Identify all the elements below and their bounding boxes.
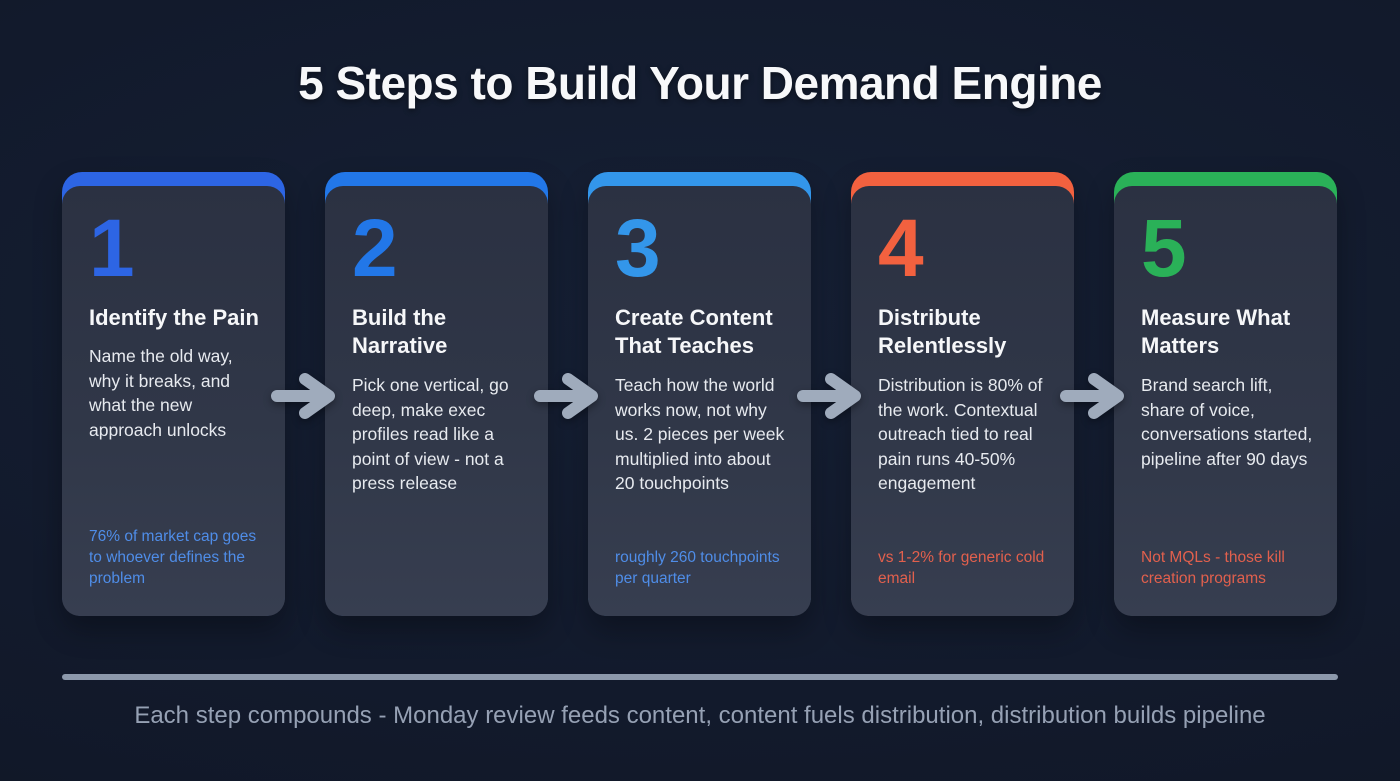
step-title: Measure What Matters bbox=[1141, 304, 1291, 359]
step-card: 4 Distribute Relentlessly Distribution i… bbox=[851, 172, 1074, 616]
step-description: Distribution is 80% of the work. Context… bbox=[878, 375, 1043, 494]
step-card: 2 Build the Narrative Pick one vertical,… bbox=[325, 172, 548, 616]
step-title: Distribute Relentlessly bbox=[878, 304, 1007, 359]
step-footnote: vs 1-2% for generic cold email bbox=[878, 549, 1045, 588]
step-description: Brand search lift, share of voice, conve… bbox=[1141, 375, 1313, 469]
arrow-right-icon bbox=[269, 368, 341, 424]
step-card: 3 Create Content That Teaches Teach how … bbox=[588, 172, 811, 616]
step-title: Identify the Pain bbox=[89, 304, 259, 330]
step-number: 2 bbox=[352, 203, 398, 294]
step-footnote: roughly 260 touchpoints per quarter bbox=[615, 549, 780, 588]
arrow-right-icon bbox=[795, 368, 867, 424]
arrow-right-icon bbox=[1058, 368, 1130, 424]
step-title: Create Content That Teaches bbox=[615, 304, 773, 359]
step-title: Build the Narrative bbox=[352, 304, 448, 359]
step-card-body: 3 Create Content That Teaches Teach how … bbox=[588, 186, 811, 616]
steps-row: 1 Identify the Pain Name the old way, wh… bbox=[62, 172, 1338, 616]
step-number: 3 bbox=[615, 203, 661, 294]
step-card: 5 Measure What Matters Brand search lift… bbox=[1114, 172, 1337, 616]
step-footnote: 76% of market cap goes to whoever define… bbox=[89, 528, 257, 588]
step-description: Pick one vertical, go deep, make exec pr… bbox=[352, 375, 509, 494]
footer-divider bbox=[62, 674, 1338, 680]
step-card: 1 Identify the Pain Name the old way, wh… bbox=[62, 172, 285, 616]
arrow-right-icon bbox=[532, 368, 604, 424]
step-card-body: 1 Identify the Pain Name the old way, wh… bbox=[62, 186, 285, 616]
step-number: 4 bbox=[878, 203, 924, 294]
step-description: Name the old way, why it breaks, and wha… bbox=[89, 346, 233, 440]
step-number: 5 bbox=[1141, 203, 1187, 294]
footer-note: Each step compounds - Monday review feed… bbox=[134, 702, 1266, 729]
step-card-body: 2 Build the Narrative Pick one vertical,… bbox=[325, 186, 548, 616]
step-card-body: 5 Measure What Matters Brand search lift… bbox=[1114, 186, 1337, 616]
step-footnote: Not MQLs - those kill creation programs bbox=[1141, 549, 1285, 588]
step-number: 1 bbox=[89, 203, 135, 294]
step-description: Teach how the world works now, not why u… bbox=[615, 375, 785, 494]
step-card-body: 4 Distribute Relentlessly Distribution i… bbox=[851, 186, 1074, 616]
page-title: 5 Steps to Build Your Demand Engine bbox=[298, 57, 1102, 109]
